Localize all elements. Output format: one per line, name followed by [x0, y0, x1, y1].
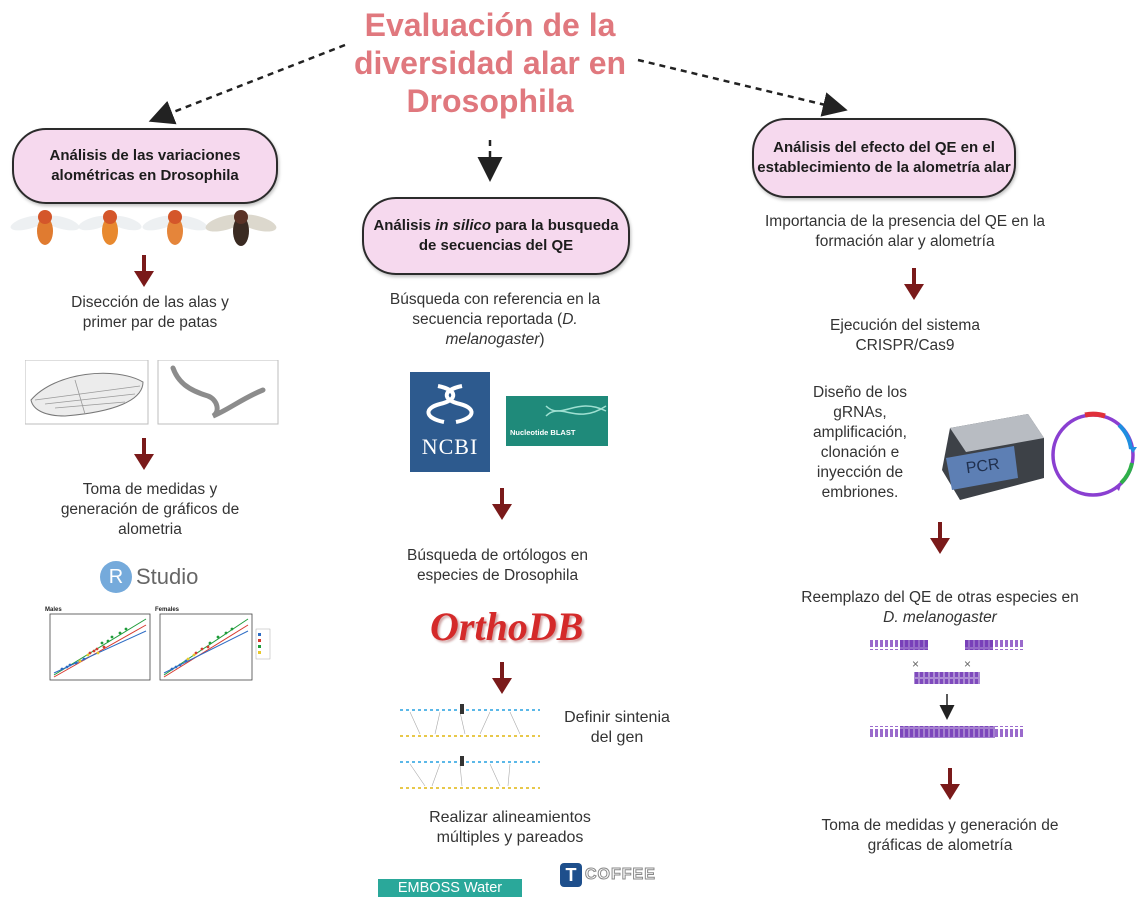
rstudio-logo: R Studio — [100, 560, 230, 594]
down-arrow — [492, 662, 512, 694]
ncbi-helix-icon — [426, 384, 474, 424]
allometry-plot-females: Females — [155, 607, 271, 681]
plot-title-males: Males — [45, 607, 62, 613]
allometry-plots: Males Females — [45, 607, 271, 681]
svg-text:×: × — [912, 657, 919, 671]
right-step-crispr: Ejecución del sistema CRISPR/Cas9 — [830, 317, 980, 354]
fly-icon — [205, 210, 277, 246]
blast-logo: Nucleotide BLAST — [506, 396, 608, 446]
dna-donor-left — [870, 640, 930, 650]
pcr-machine-icon — [942, 414, 1044, 500]
fly-icon — [142, 210, 208, 245]
pcr-machine-image: PCR — [940, 408, 1045, 504]
fly-images — [10, 210, 277, 246]
wing-leg-images — [25, 360, 279, 425]
center-step-synteny: Definir sintenia del gen — [564, 709, 670, 746]
ncbi-text: NCBI — [421, 434, 479, 459]
dna-graphic-icon — [545, 405, 607, 417]
center-pill: Análisis in silico para la busqueda de s… — [362, 197, 630, 275]
right-pill: Análisis del efecto del QE en el estable… — [752, 118, 1016, 198]
down-arrow — [930, 522, 950, 554]
center-step-orthologs: Búsqueda de ortólogos en especies de Dro… — [407, 547, 588, 584]
wing-image — [25, 360, 149, 425]
right-step-replacement: Reemplazo del QE de otras especies en D.… — [801, 589, 1079, 626]
dashed-arrow-left — [148, 43, 346, 125]
dna-target — [914, 672, 980, 684]
right-step-importance: Importancia de la presencia del QE en la… — [764, 213, 1046, 250]
plasmid-icon — [1051, 411, 1137, 497]
left-pill: Análisis de las variaciones alométricas … — [12, 128, 278, 204]
dashed-arrow-right — [637, 58, 848, 117]
down-arrow — [940, 768, 960, 800]
center-step-reference-search: Búsqueda con referencia en la secuencia … — [389, 291, 601, 348]
rstudio-icon: R — [100, 561, 132, 593]
synteny-block-bottom — [400, 756, 540, 789]
dna-donor-right — [965, 640, 1025, 650]
down-arrow — [904, 268, 924, 300]
fly-icon — [10, 210, 80, 245]
tcoffee-logo: T COFFEE — [560, 862, 656, 888]
right-step-final-measurements: Toma de medidas y generación de gráficas… — [821, 817, 1059, 854]
left-step-dissection: Disección de las alas y primer par de pa… — [71, 294, 229, 331]
right-step-design: Diseño de los gRNAs, amplificación, clon… — [813, 384, 907, 501]
down-arrow — [134, 438, 154, 470]
dashed-connectors — [148, 43, 848, 182]
synteny-graphic — [400, 704, 540, 789]
orthodb-logo: OrthoDB — [430, 604, 584, 649]
dna-result — [870, 726, 1025, 738]
blast-text: Nucleotide BLAST — [510, 428, 576, 437]
emboss-water-logo: EMBOSS Water — [378, 879, 522, 897]
tcoffee-icon: T — [560, 863, 582, 887]
diagram-title: Evaluación de la diversidad alar en Dros… — [353, 7, 627, 119]
left-pill-label: Análisis de las variaciones alométricas … — [49, 147, 241, 184]
allometry-plot-males: Males — [45, 607, 151, 681]
rstudio-text: Studio — [136, 564, 199, 589]
fly-icon — [78, 210, 142, 245]
right-pill-label: Análisis del efecto del QE en el estable… — [757, 139, 1011, 176]
synteny-block-top — [400, 704, 540, 737]
ncbi-logo: NCBI — [410, 372, 490, 472]
plot-title-females: Females — [155, 607, 180, 613]
down-arrow — [134, 255, 154, 287]
svg-text:×: × — [964, 657, 971, 671]
tcoffee-text: COFFEE — [585, 866, 656, 884]
left-step-measurements: Toma de medidas y generación de gráficos… — [60, 481, 240, 538]
down-arrow — [492, 488, 512, 520]
center-step-alignments: Realizar alineamientos múltiples y parea… — [429, 809, 591, 846]
leg-image — [157, 360, 279, 425]
center-pill-label: Análisis in silico para la busqueda de s… — [373, 217, 619, 254]
dna-recombination-graphic: × × — [870, 640, 1025, 738]
